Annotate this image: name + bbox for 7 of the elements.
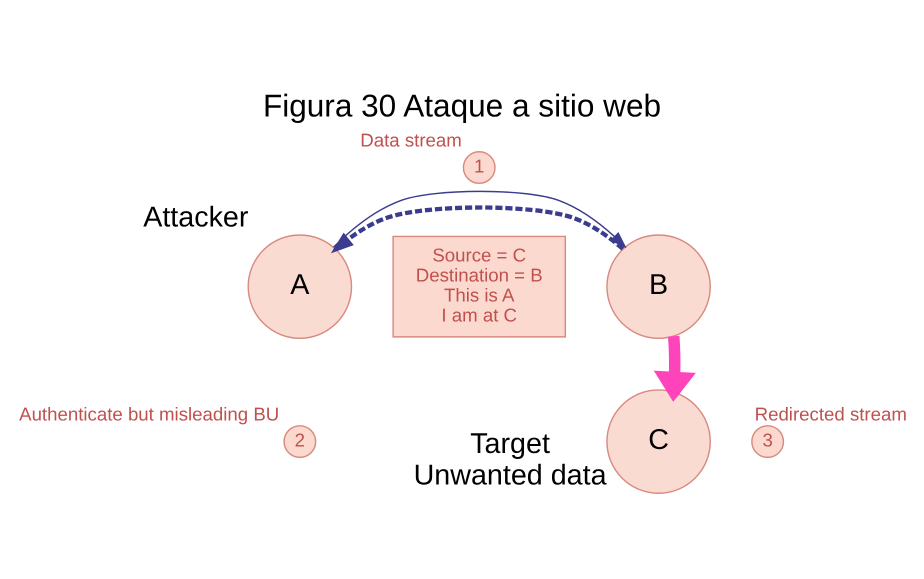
node-label: Unwanted data bbox=[414, 460, 607, 492]
diagram-title: Figura 30 Ataque a sitio web bbox=[262, 88, 662, 124]
node-label: Data stream bbox=[360, 130, 462, 151]
node-label: Redirected stream bbox=[754, 404, 907, 425]
node-label: Authenticate but misleading BU bbox=[19, 404, 280, 425]
node-label: Attacker bbox=[143, 201, 248, 234]
node-label: Target bbox=[470, 428, 550, 460]
